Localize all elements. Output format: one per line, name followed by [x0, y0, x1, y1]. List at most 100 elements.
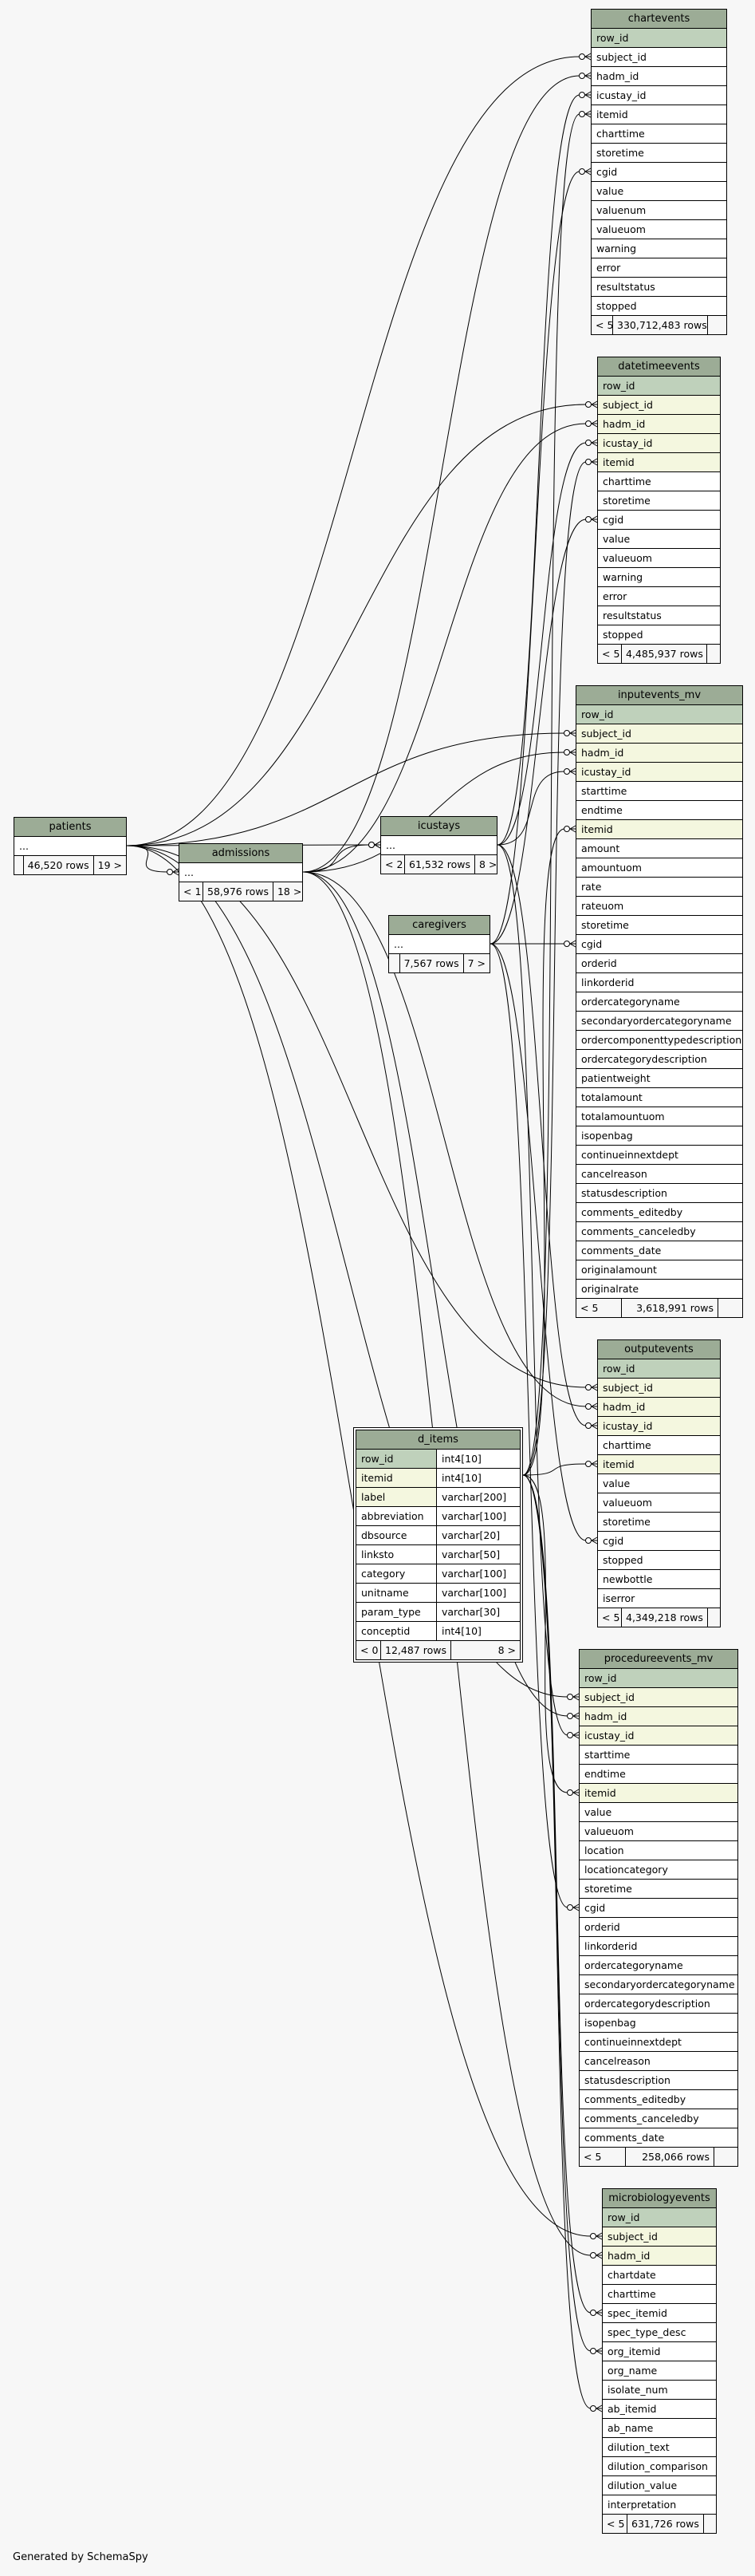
- column-amountuom[interactable]: amountuom: [576, 858, 742, 878]
- column-row-id[interactable]: row_id: [598, 377, 720, 396]
- column-ordercategorydescription[interactable]: ordercategorydescription: [580, 1994, 737, 2014]
- column-linkorderid[interactable]: linkorderid: [580, 1937, 737, 1956]
- parents-link[interactable]: < 5: [596, 319, 614, 331]
- parents-link[interactable]: < 1: [183, 886, 202, 897]
- column-valuenum[interactable]: valuenum: [592, 201, 726, 220]
- children-link[interactable]: 7 >: [462, 954, 490, 972]
- column-org-itemid[interactable]: org_itemid: [603, 2342, 716, 2361]
- column-itemid[interactable]: itemid: [580, 1784, 737, 1803]
- column-valueuom[interactable]: valueuom: [580, 1822, 737, 1841]
- column-subject-id[interactable]: subject_id: [598, 396, 720, 415]
- column-value[interactable]: value: [592, 182, 726, 201]
- column-hadm-id[interactable]: hadm_id: [592, 67, 726, 86]
- column-ab-name[interactable]: ab_name: [603, 2419, 716, 2438]
- column-cgid[interactable]: cgid: [592, 163, 726, 182]
- column-comments-canceledby[interactable]: comments_canceledby: [576, 1222, 742, 1241]
- column-charttime[interactable]: charttime: [592, 124, 726, 144]
- parents-link[interactable]: < 5: [602, 648, 620, 660]
- table-title[interactable]: inputevents_mv: [576, 686, 742, 705]
- column-subject-id[interactable]: subject_id: [603, 2227, 716, 2247]
- column-isopenbag[interactable]: isopenbag: [576, 1126, 742, 1146]
- column-rate[interactable]: rate: [576, 878, 742, 897]
- column-comments-canceledby[interactable]: comments_canceledby: [580, 2109, 737, 2128]
- column-charttime[interactable]: charttime: [598, 1436, 720, 1455]
- column-comments-editedby[interactable]: comments_editedby: [576, 1203, 742, 1222]
- column-stopped[interactable]: stopped: [598, 1551, 720, 1570]
- parents-link[interactable]: [14, 856, 23, 874]
- column-charttime[interactable]: charttime: [598, 472, 720, 491]
- column-locationcategory[interactable]: locationcategory: [580, 1860, 737, 1880]
- column-totalamount[interactable]: totalamount: [576, 1088, 742, 1107]
- column-resultstatus[interactable]: resultstatus: [598, 606, 720, 625]
- table-title[interactable]: outputevents: [598, 1340, 720, 1359]
- column-secondaryordercategoryname[interactable]: secondaryordercategoryname: [580, 1975, 737, 1994]
- parents-link[interactable]: [389, 954, 399, 972]
- column-comments-date[interactable]: comments_date: [576, 1241, 742, 1260]
- table-title[interactable]: d_items: [356, 1430, 520, 1450]
- column-icustay-id[interactable]: icustay_id: [576, 763, 742, 782]
- column-totalamountuom[interactable]: totalamountuom: [576, 1107, 742, 1126]
- table-title[interactable]: admissions: [179, 844, 302, 863]
- column-cancelreason[interactable]: cancelreason: [580, 2052, 737, 2071]
- column-subject-id[interactable]: subject_id: [580, 1688, 737, 1707]
- column-error[interactable]: error: [598, 587, 720, 606]
- column-org-name[interactable]: org_name: [603, 2361, 716, 2381]
- column-row-id[interactable]: row_id: [603, 2208, 716, 2227]
- children-link[interactable]: [706, 645, 720, 663]
- column-isopenbag[interactable]: isopenbag: [580, 2014, 737, 2033]
- column-subject-id[interactable]: subject_id: [598, 1379, 720, 1398]
- column-row-id[interactable]: row_id: [580, 1669, 737, 1688]
- column-continueinnextdept[interactable]: continueinnextdept: [576, 1146, 742, 1165]
- children-link[interactable]: [714, 2148, 737, 2166]
- children-link[interactable]: 8 >: [474, 855, 501, 874]
- column-originalrate[interactable]: originalrate: [576, 1280, 742, 1299]
- column-ellipsis[interactable]: ...: [179, 863, 302, 882]
- column-originalamount[interactable]: originalamount: [576, 1260, 742, 1280]
- column-starttime[interactable]: starttime: [576, 782, 742, 801]
- table-title[interactable]: microbiologyevents: [603, 2189, 716, 2208]
- column-ab-itemid[interactable]: ab_itemid: [603, 2400, 716, 2419]
- parents-link[interactable]: < 5: [602, 1611, 620, 1623]
- column-amount[interactable]: amount: [576, 839, 742, 858]
- column-storetime[interactable]: storetime: [580, 1880, 737, 1899]
- column-rateuom[interactable]: rateuom: [576, 897, 742, 916]
- column-stopped[interactable]: stopped: [598, 625, 720, 645]
- column-statusdescription[interactable]: statusdescription: [580, 2071, 737, 2090]
- column-orderid[interactable]: orderid: [576, 954, 742, 973]
- column-hadm-id[interactable]: hadm_id: [603, 2247, 716, 2266]
- column-storetime[interactable]: storetime: [598, 491, 720, 511]
- children-link[interactable]: [718, 1299, 742, 1317]
- column-endtime[interactable]: endtime: [580, 1765, 737, 1784]
- column-spec-type-desc[interactable]: spec_type_desc: [603, 2323, 716, 2342]
- column-isolate-num[interactable]: isolate_num: [603, 2381, 716, 2400]
- column-cgid[interactable]: cgid: [598, 511, 720, 530]
- column-ordercomponenttypedescription[interactable]: ordercomponenttypedescription: [576, 1031, 742, 1050]
- column-icustay-id[interactable]: icustay_id: [592, 86, 726, 105]
- column-charttime[interactable]: charttime: [603, 2285, 716, 2304]
- children-link[interactable]: 19 >: [92, 856, 126, 874]
- column-icustay-id[interactable]: icustay_id: [580, 1726, 737, 1746]
- column-ordercategorydescription[interactable]: ordercategorydescription: [576, 1050, 742, 1069]
- column-endtime[interactable]: endtime: [576, 801, 742, 820]
- column-subject-id[interactable]: subject_id: [576, 724, 742, 744]
- table-title[interactable]: datetimeevents: [598, 357, 720, 377]
- children-link[interactable]: 8 >: [450, 1641, 520, 1659]
- column-continueinnextdept[interactable]: continueinnextdept: [580, 2033, 737, 2052]
- column-value[interactable]: value: [598, 1474, 720, 1493]
- column-value[interactable]: value: [580, 1803, 737, 1822]
- column-storetime[interactable]: storetime: [576, 916, 742, 935]
- column-interpretation[interactable]: interpretation: [603, 2495, 716, 2515]
- column-storetime[interactable]: storetime: [592, 144, 726, 163]
- parents-link[interactable]: < 5: [607, 2518, 625, 2530]
- column-dilution-value[interactable]: dilution_value: [603, 2476, 716, 2495]
- column-cgid[interactable]: cgid: [576, 935, 742, 954]
